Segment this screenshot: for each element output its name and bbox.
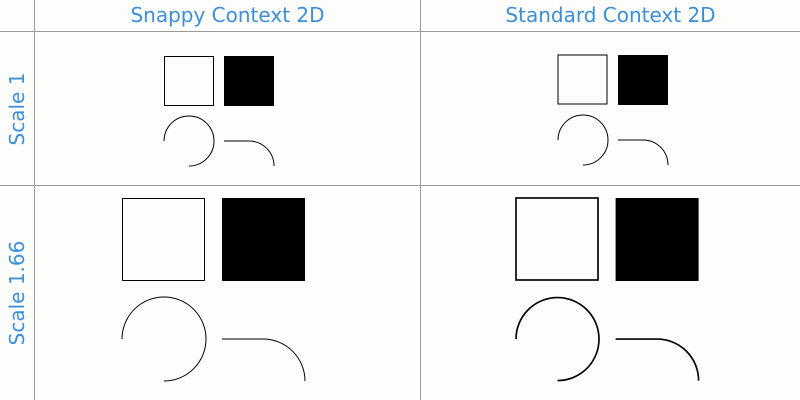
row-header-scale-1: Scale 1 [0, 32, 34, 185]
rounded-line [222, 338, 306, 382]
label-column-divider [34, 0, 35, 400]
row-header-scale-1-66: Scale 1.66 [0, 186, 34, 400]
circle-arc [121, 296, 207, 382]
rounded-line [618, 139, 669, 166]
rounded-line [224, 140, 275, 167]
filled-square [222, 198, 305, 281]
cell-standard-scale-1-66 [515, 197, 700, 382]
column-header-standard: Standard Context 2D [505, 3, 716, 27]
outlined-square [557, 54, 608, 105]
outlined-square [515, 197, 599, 281]
rounded-line [615, 338, 700, 381]
header-divider-horizontal [0, 31, 800, 32]
cell-standard-scale-1 [557, 54, 669, 166]
row-divider-horizontal [0, 185, 800, 186]
cell-snappy-scale-1-66 [121, 198, 306, 382]
filled-square [618, 55, 668, 105]
circle-arc [163, 115, 215, 167]
column-header-snappy: Snappy Context 2D [130, 3, 325, 27]
row-header-label: Scale 1.66 [5, 240, 29, 346]
circle-arc [515, 296, 600, 382]
cell-snappy-scale-1 [163, 56, 275, 167]
filled-square [224, 56, 274, 106]
filled-square [615, 198, 699, 281]
outlined-square [164, 56, 214, 106]
outlined-square [122, 198, 205, 281]
circle-arc [557, 114, 609, 166]
row-header-label: Scale 1 [5, 72, 29, 145]
column-divider-vertical [420, 0, 421, 400]
